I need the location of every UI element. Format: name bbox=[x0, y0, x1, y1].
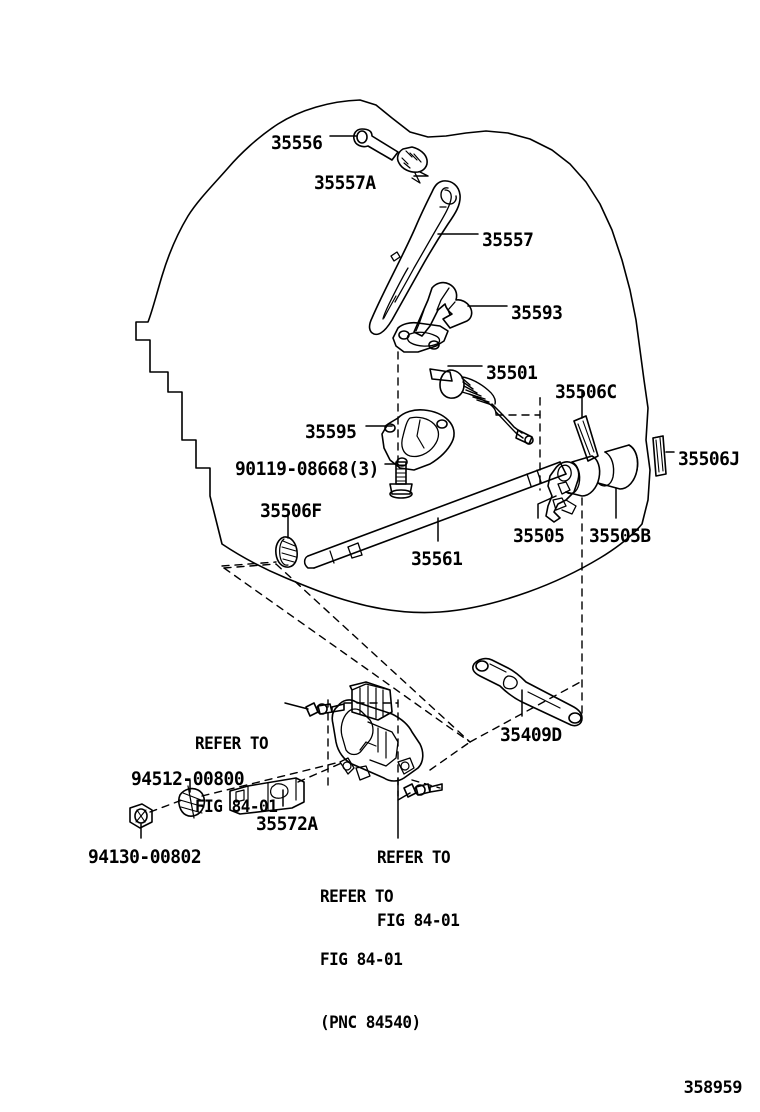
part-90119-08668-shape bbox=[389, 461, 413, 499]
refer-note-bottom-line-2: FIG 84-01 bbox=[320, 950, 403, 970]
part-35557-shape bbox=[368, 180, 461, 336]
part-label-35561: 35561 bbox=[411, 548, 463, 570]
transmission-housing-outline bbox=[135, 99, 651, 614]
refer-note-bottom-line-3: (PNC 84540) bbox=[320, 1013, 421, 1033]
refer-note-top-line-1: REFER TO bbox=[195, 734, 269, 754]
part-label-35557: 35557 bbox=[482, 229, 534, 251]
part-label-90119-08668: 90119-08668(3) bbox=[235, 458, 379, 480]
part-label-35505: 35505 bbox=[513, 525, 565, 547]
part-35505B-shape bbox=[597, 444, 639, 490]
refer-note-right: REFER TO FIG 84-01 bbox=[377, 806, 460, 974]
part-label-94130-00802: 94130-00802 bbox=[88, 846, 202, 868]
shift-lever-assembly-shape bbox=[331, 681, 424, 782]
part-label-35595: 35595 bbox=[305, 421, 357, 443]
refer-note-top-line-2: FIG 84-01 bbox=[195, 797, 278, 817]
part-35593-shape bbox=[413, 281, 473, 337]
refer-note-right-line-2: FIG 84-01 bbox=[377, 911, 460, 931]
refer-bolt-top-shape bbox=[305, 702, 345, 717]
refer-note-bottom: REFER TO FIG 84-01 (PNC 84540) bbox=[320, 845, 421, 1076]
part-label-35557A: 35557A bbox=[314, 172, 376, 194]
upper-flange-plate-shape bbox=[392, 321, 449, 353]
shaft-collar-shape bbox=[565, 455, 601, 497]
housing-lower-dashed bbox=[221, 561, 277, 567]
part-label-35506J: 35506J bbox=[678, 448, 740, 470]
part-35501-shape bbox=[429, 368, 534, 445]
exploded-projection-lines bbox=[149, 351, 585, 813]
part-label-35556: 35556 bbox=[271, 132, 323, 154]
part-35409D-shape bbox=[472, 657, 583, 727]
part-35595-shape bbox=[381, 409, 455, 471]
part-label-35506F: 35506F bbox=[260, 500, 322, 522]
part-35506F-shape bbox=[275, 536, 298, 568]
part-label-35506C: 35506C bbox=[555, 381, 617, 403]
part-label-35505B: 35505B bbox=[589, 525, 651, 547]
refer-note-top: REFER TO FIG 84-01 bbox=[195, 692, 278, 860]
part-94130-00802-shape bbox=[129, 803, 153, 829]
refer-note-bottom-line-1: REFER TO bbox=[320, 887, 394, 907]
figure-number: 358959 bbox=[683, 1078, 743, 1098]
part-94512-00800-shape bbox=[178, 785, 206, 819]
part-35557A-shape bbox=[396, 146, 428, 184]
leader-lines bbox=[140, 135, 675, 839]
part-35506C-shape bbox=[573, 415, 599, 462]
refer-bolt-right-shape bbox=[403, 783, 443, 798]
part-label-35409D: 35409D bbox=[500, 724, 562, 746]
part-35556-shape bbox=[353, 128, 399, 161]
part-label-35593: 35593 bbox=[511, 302, 563, 324]
part-label-35572A: 35572A bbox=[256, 813, 318, 835]
refer-note-right-line-1: REFER TO bbox=[377, 848, 451, 868]
part-label-35501: 35501 bbox=[486, 362, 538, 384]
part-label-94512-00800: 94512-00800 bbox=[131, 768, 245, 790]
part-35506J-shape bbox=[652, 435, 667, 477]
